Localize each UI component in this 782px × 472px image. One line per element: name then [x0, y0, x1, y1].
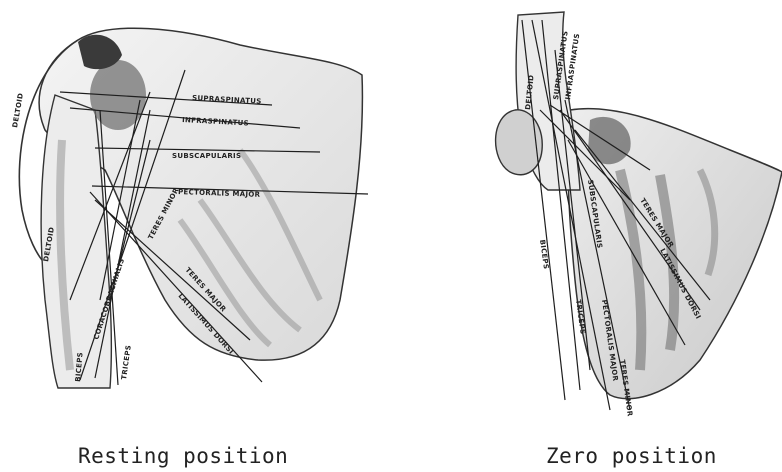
- resting-position-figure: DELTOID SUPRASPINATUS INFRASPINATUS SUBS…: [0, 0, 400, 472]
- caption-zero-position: Zero position: [546, 444, 717, 468]
- caption-resting-position: Resting position: [78, 444, 288, 468]
- label-triceps: TRICEPS: [120, 345, 133, 381]
- label-deltoid: DELTOID: [11, 92, 25, 128]
- label-biceps: BICEPS: [538, 239, 550, 270]
- label-subscapularis: SUBSCAPULARIS: [172, 152, 241, 160]
- resting-position-illustration: DELTOID SUPRASPINATUS INFRASPINATUS SUBS…: [0, 0, 400, 440]
- humeral-head: [496, 110, 543, 175]
- zero-position-figure: SUPRASPINATUS INFRASPINATUS DELTOID SUBS…: [470, 0, 782, 472]
- zero-position-illustration: SUPRASPINATUS INFRASPINATUS DELTOID SUBS…: [470, 0, 782, 440]
